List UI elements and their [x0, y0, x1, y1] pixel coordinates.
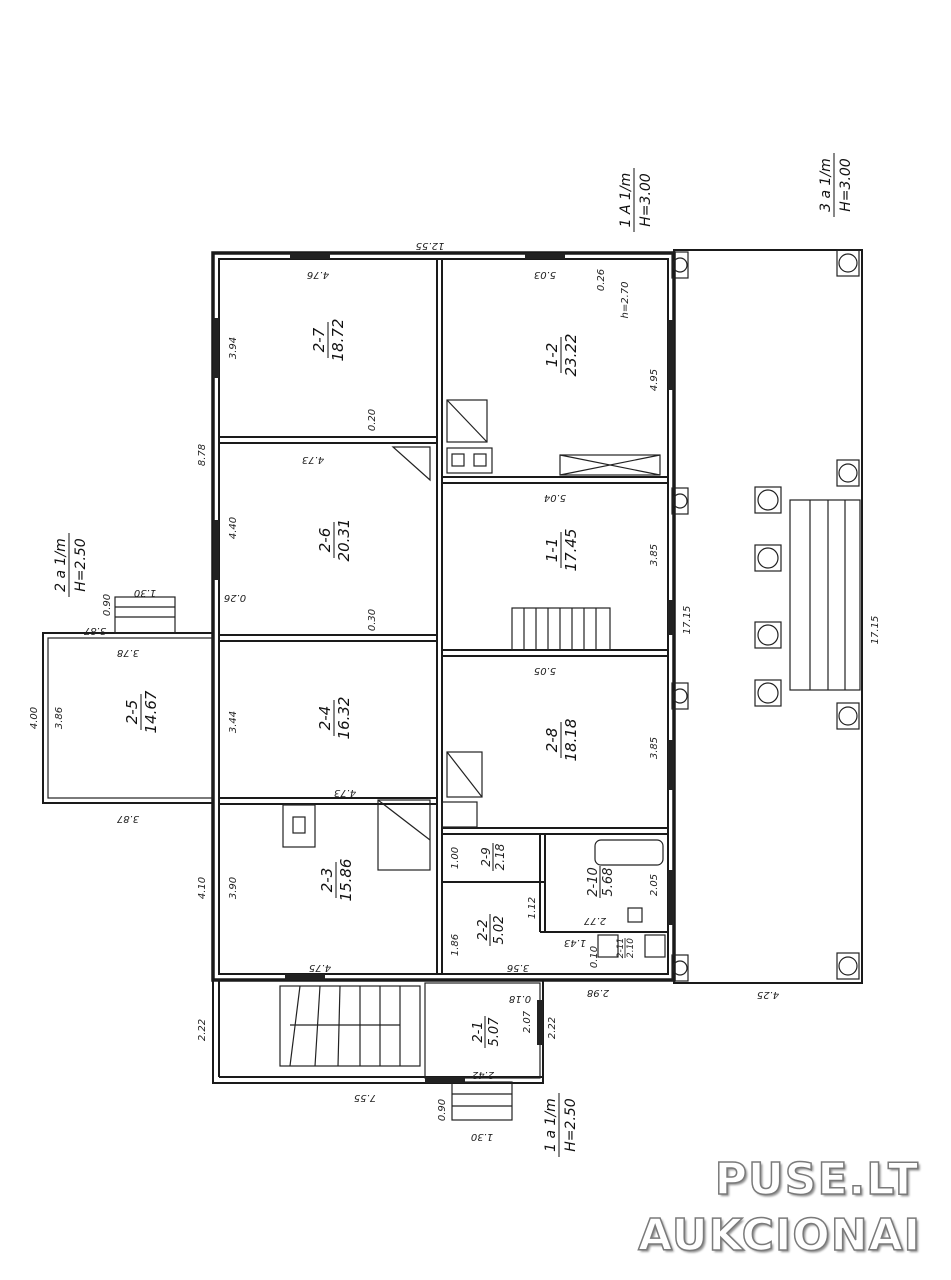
interior-walls [219, 259, 668, 974]
dim-3-78: 3.78 [117, 647, 139, 658]
room-id-2-4: 2-4 [316, 706, 334, 731]
annex-2-5 [42, 596, 214, 804]
dim-0-20a: 0.20 [367, 409, 378, 431]
room-area-2-11: 2.10 [626, 938, 636, 958]
annotation-1a-height: H=3.00 [638, 173, 654, 227]
stairs-inner [511, 607, 611, 651]
annotation-1a-label: 1 A 1/m [618, 173, 634, 228]
annotation-1a-lower-label: 1 a 1/m [543, 1098, 559, 1152]
room-labels: 2-7 18.72 1-2 23.22 2-6 20.31 1-1 17.45 … [123, 319, 636, 1048]
dim-4-73a: 4.73 [302, 454, 324, 465]
room-id-1-1: 1-1 [543, 538, 561, 563]
dim-17-15a: 17.15 [682, 606, 693, 635]
dim-0-26b: 0.26 [224, 592, 246, 603]
watermark-line-2: AUKCIONAI [637, 1210, 921, 1261]
dim-3-86: 3.86 [54, 707, 65, 729]
dim-3-94: 3.94 [228, 337, 239, 359]
room-area-2-9: 2.18 [493, 843, 507, 870]
dim-2-42: 2.42 [472, 1069, 494, 1080]
dim-1-43: 1.43 [564, 937, 586, 948]
dim-0-26a: 0.26 [596, 269, 607, 291]
room-area-1-1: 17.45 [562, 529, 580, 572]
room-id-2-10: 2-10 [586, 867, 601, 897]
room-area-1-2: 23.22 [562, 334, 580, 377]
dim-4-75: 4.75 [309, 962, 331, 973]
dim-4-73b: 4.73 [334, 787, 356, 798]
dim-3-56: 3.56 [507, 962, 529, 973]
dim-2-77: 2.77 [583, 915, 606, 926]
dim-4-25: 4.25 [757, 989, 779, 1000]
room-area-2-8: 18.18 [562, 719, 580, 762]
window-bench [559, 454, 661, 476]
room-id-2-3: 2-3 [318, 868, 336, 893]
dim-4-76: 4.76 [307, 269, 329, 280]
dim-1-86: 1.86 [450, 934, 461, 956]
room-id-2-8: 2-8 [543, 728, 561, 753]
bathtub [594, 839, 666, 958]
room-id-2-9: 2-9 [479, 847, 493, 867]
room-id-2-11: 2-11 [616, 938, 626, 958]
stair-hall [212, 979, 544, 1121]
dim-12-55: 12.55 [416, 240, 445, 251]
dim-5-04: 5.04 [544, 492, 566, 503]
dim-4-10: 4.10 [197, 877, 208, 899]
dim-0-90a: 0.90 [102, 594, 113, 616]
dim-8-78: 8.78 [197, 444, 208, 466]
annotation-3a-height: H=3.00 [838, 158, 854, 212]
dim-2-05: 2.05 [649, 874, 660, 896]
room-id-2-6: 2-6 [316, 528, 334, 553]
dim-3-44: 3.44 [228, 711, 239, 733]
dim-5-03: 5.03 [534, 269, 556, 280]
dim-0-18: 0.18 [509, 993, 531, 1004]
dim-3-90: 3.90 [228, 877, 239, 899]
room-area-2-3: 15.86 [337, 859, 355, 902]
room-id-1-2: 1-2 [543, 343, 561, 368]
stoves [282, 399, 493, 871]
dim-0-30: 0.30 [367, 609, 378, 631]
dim-2-22b: 2.22 [547, 1017, 558, 1039]
dim-2-98: 2.98 [587, 987, 609, 998]
dim-2-22a: 2.22 [197, 1019, 208, 1041]
dim-0-10: 0.10 [589, 946, 600, 968]
terrace [671, 249, 863, 984]
dim-4-00: 4.00 [29, 707, 40, 729]
dim-17-15b: 17.15 [870, 616, 881, 645]
room-id-2-5: 2-5 [123, 700, 141, 725]
room-area-2-4: 16.32 [335, 697, 353, 740]
dim-1-30a: 1.30 [134, 587, 156, 598]
watermark-line-1: PUSE.LT [714, 1154, 919, 1205]
room-area-2-10: 5.68 [601, 868, 616, 897]
room-id-2-1: 2-1 [471, 1021, 486, 1042]
dim-h-2-70: h=2.70 [620, 282, 631, 319]
room-area-2-6: 20.31 [335, 519, 353, 562]
room-area-2-2: 5.02 [492, 916, 507, 945]
dim-3-87a: 3.87 [83, 625, 106, 636]
dim-3-87b: 3.87 [116, 813, 139, 824]
dim-5-05: 5.05 [534, 665, 556, 676]
annotation-2a-height: H=2.50 [73, 538, 89, 592]
dim-1-12: 1.12 [527, 897, 538, 919]
dim-0-90b: 0.90 [437, 1099, 448, 1121]
room-area-2-5: 14.67 [142, 690, 160, 733]
windows [213, 253, 674, 1083]
room-id-2-2: 2-2 [476, 919, 491, 940]
dimension-labels: 12.55 4.76 5.03 0.26 h=2.70 3.94 4.95 0.… [29, 240, 881, 1142]
annotation-1a-lower-height: H=2.50 [563, 1098, 579, 1152]
room-area-2-7: 18.72 [329, 319, 347, 362]
dim-1-30b: 1.30 [471, 1131, 493, 1142]
dim-3-85b: 3.85 [649, 737, 660, 759]
dim-2-07: 2.07 [522, 1010, 533, 1033]
dim-7-55: 7.55 [354, 1092, 376, 1103]
room-id-2-7: 2-7 [310, 327, 328, 352]
dim-4-95: 4.95 [649, 369, 660, 391]
annotation-2a-label: 2 a 1/m [53, 538, 69, 592]
annotation-3a-label: 3 a 1/m [818, 158, 834, 212]
room-area-2-1: 5.07 [487, 1017, 502, 1047]
dim-4-40: 4.40 [228, 517, 239, 539]
dim-1-00: 1.00 [450, 847, 461, 869]
dim-3-85a: 3.85 [649, 544, 660, 566]
building-annotations: 1 A 1/m H=3.00 3 a 1/m H=3.00 2 a 1/m H=… [53, 153, 854, 1157]
